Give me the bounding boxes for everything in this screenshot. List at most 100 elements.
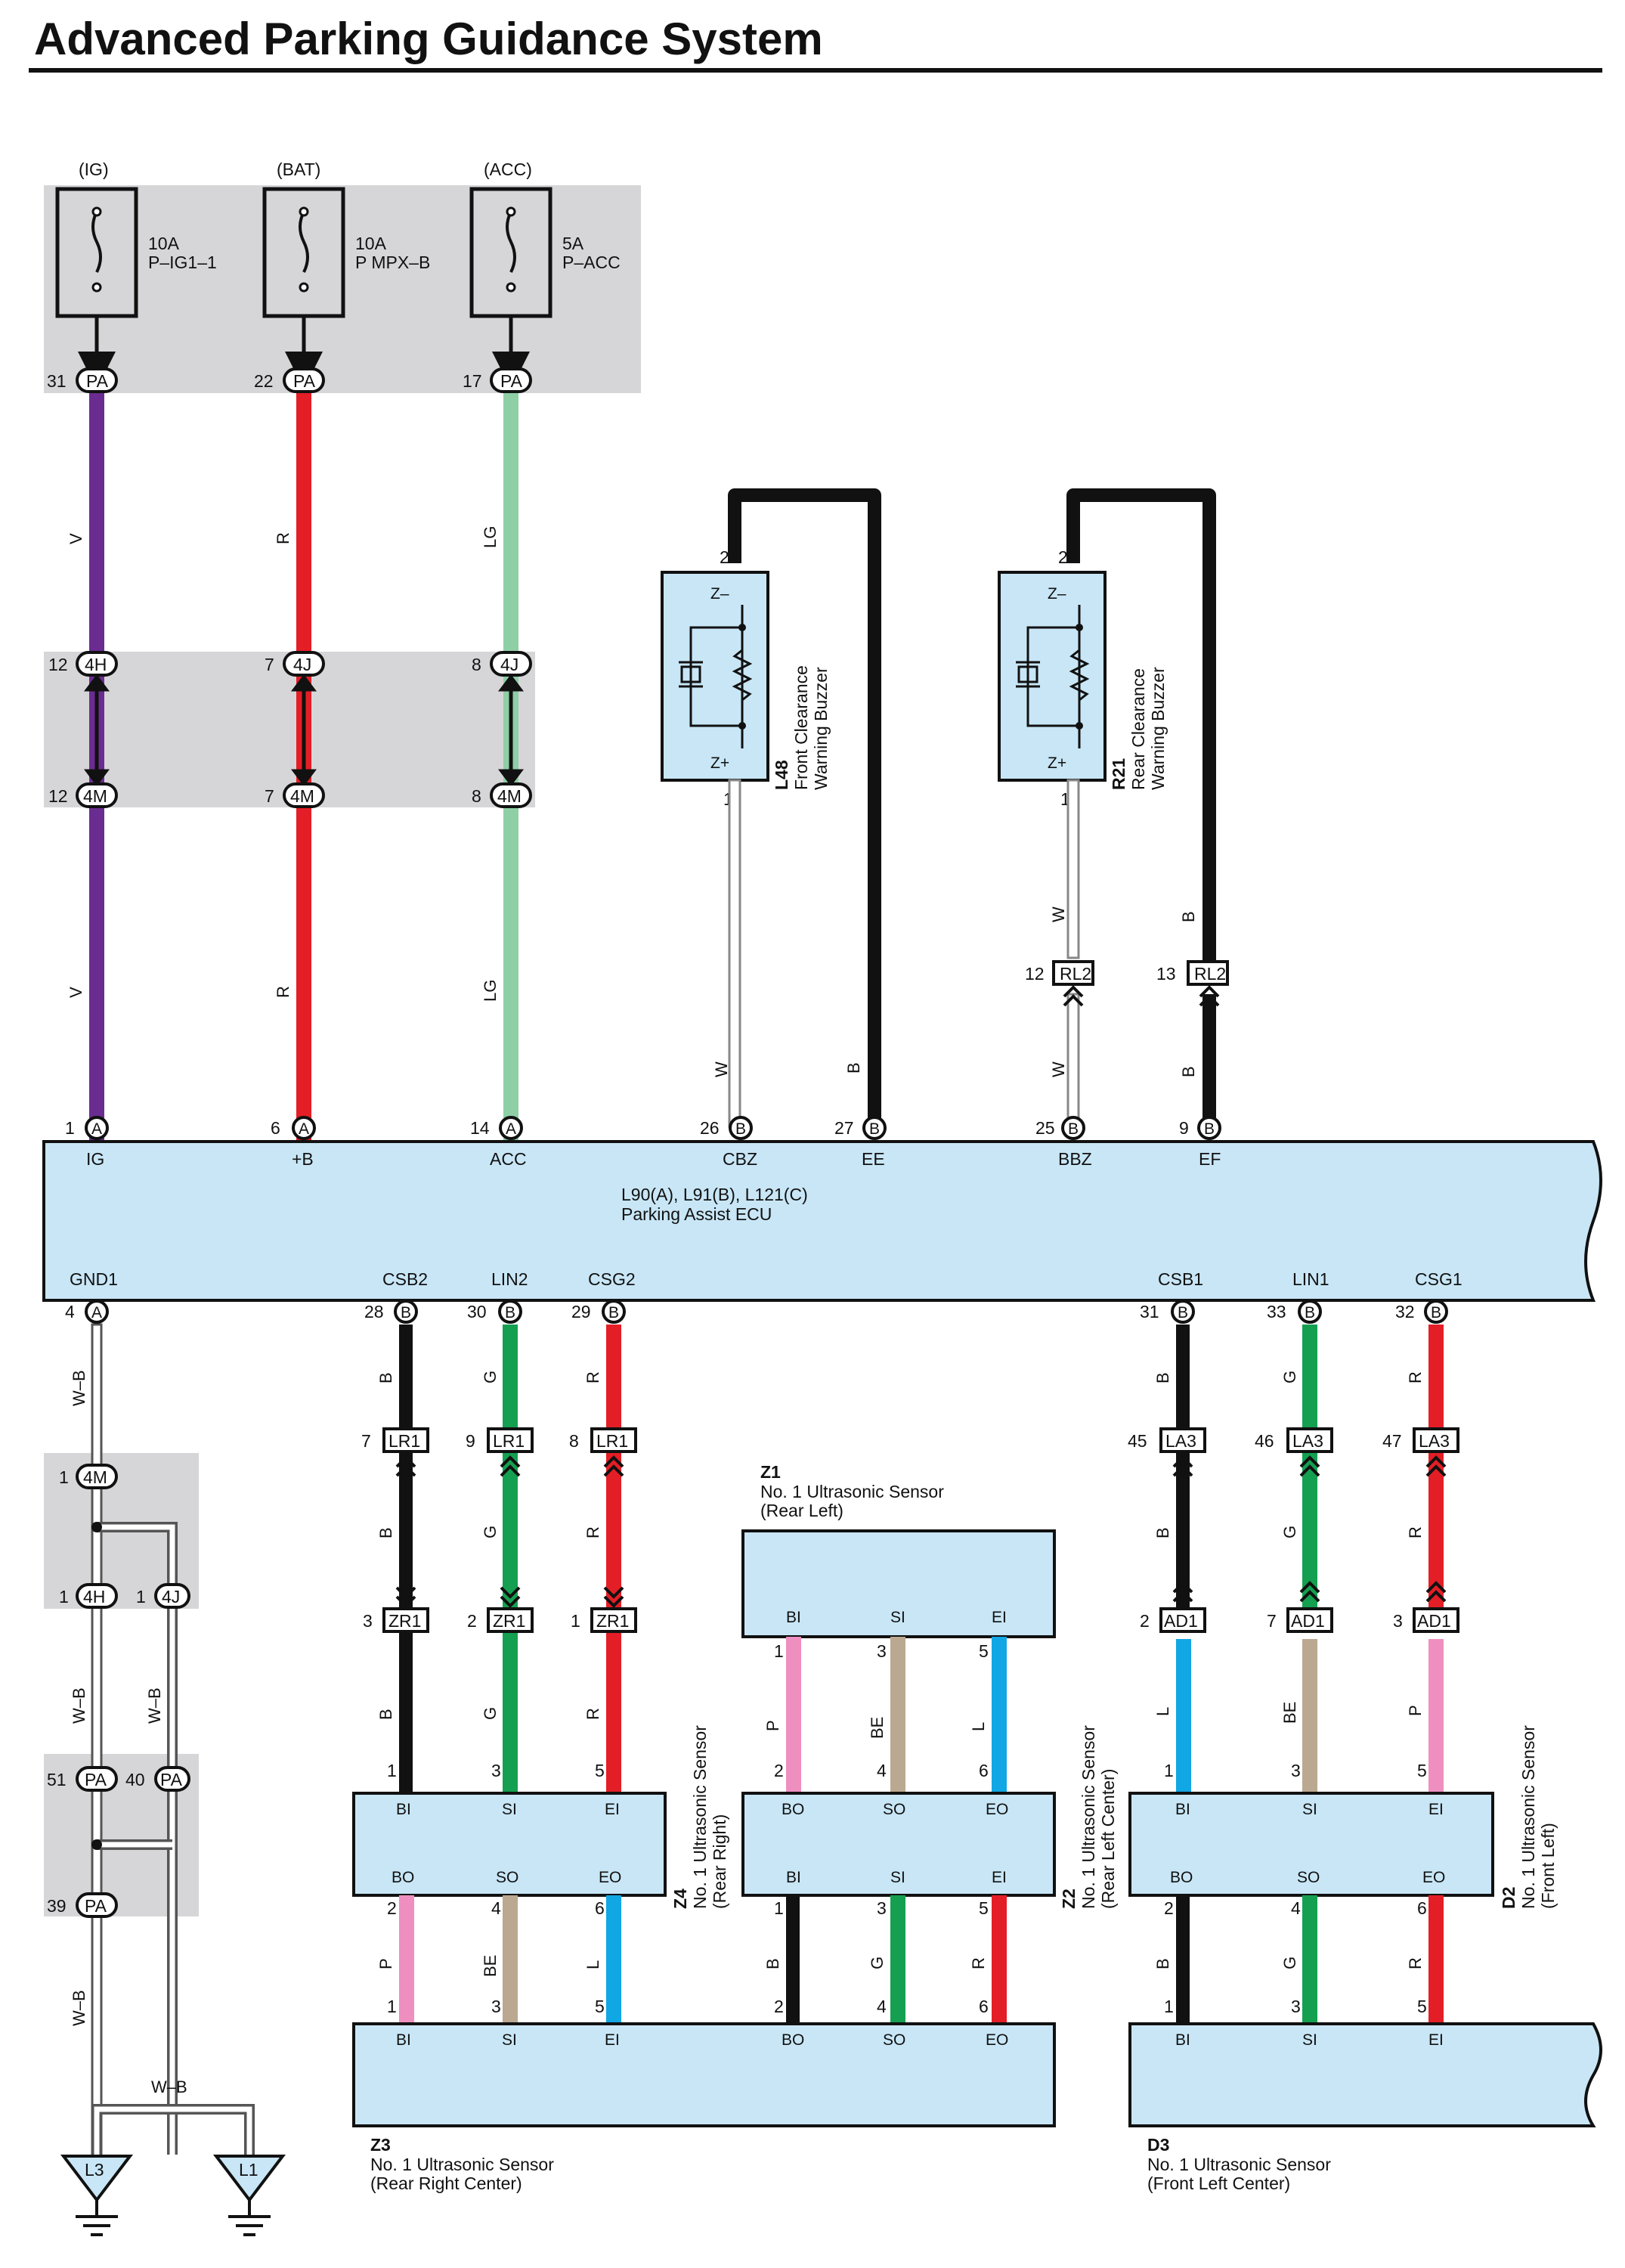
svg-text:AD1: AD1 xyxy=(1164,1611,1198,1631)
svg-text:LR1: LR1 xyxy=(388,1431,420,1451)
svg-text:28: 28 xyxy=(364,1302,384,1321)
crystal-icon xyxy=(680,665,701,683)
svg-text:W: W xyxy=(712,1061,731,1077)
svg-text:ZR1: ZR1 xyxy=(388,1611,421,1631)
svg-text:W–B: W–B xyxy=(151,2077,187,2096)
svg-text:W–B: W–B xyxy=(145,1687,164,1724)
svg-text:2: 2 xyxy=(387,1898,397,1918)
svg-text:7: 7 xyxy=(361,1431,371,1451)
svg-text:12: 12 xyxy=(1025,964,1045,984)
svg-text:12: 12 xyxy=(48,655,68,674)
svg-text:EE: EE xyxy=(862,1149,885,1169)
svg-text:12: 12 xyxy=(48,786,68,806)
svg-text:EI: EI xyxy=(1428,2031,1444,2049)
wire-label: R xyxy=(274,532,292,544)
svg-text:B: B xyxy=(763,1958,782,1969)
svg-text:D2: D2 xyxy=(1499,1887,1518,1909)
svg-text:31: 31 xyxy=(1140,1302,1159,1321)
svg-text:1: 1 xyxy=(774,1898,784,1918)
svg-text:G: G xyxy=(481,1371,500,1383)
wire-label: V xyxy=(67,987,85,998)
svg-text:No. 1 Ultrasonic Sensor: No. 1 Ultrasonic Sensor xyxy=(690,1725,710,1909)
svg-text:40: 40 xyxy=(125,1770,145,1789)
svg-text:CSG2: CSG2 xyxy=(588,1269,636,1289)
title-rule xyxy=(29,68,1602,73)
resistor-icon xyxy=(1069,649,1090,702)
svg-text:51: 51 xyxy=(47,1770,67,1789)
svg-text:10A: 10A xyxy=(355,234,387,253)
svg-text:22: 22 xyxy=(254,371,274,391)
svg-text:G: G xyxy=(1280,1526,1299,1538)
svg-text:PA: PA xyxy=(85,1770,107,1789)
svg-text:BO: BO xyxy=(1170,1869,1193,1886)
svg-text:SI: SI xyxy=(502,2031,517,2049)
svg-text:B: B xyxy=(844,1062,863,1074)
svg-text:2: 2 xyxy=(774,1761,784,1780)
svg-text:EI: EI xyxy=(992,1609,1007,1626)
svg-text:EO: EO xyxy=(1422,1869,1445,1886)
svg-text:Rear Clearance: Rear Clearance xyxy=(1128,668,1148,790)
svg-text:R: R xyxy=(583,1526,602,1538)
svg-text:1: 1 xyxy=(774,1641,784,1661)
svg-text:3: 3 xyxy=(877,1641,887,1661)
svg-text:3: 3 xyxy=(363,1611,373,1631)
sensor-d3: BI SI EI D3 No. 1 Ultrasonic Sensor (Fro… xyxy=(1128,2022,1602,2193)
svg-text:PA: PA xyxy=(293,371,316,391)
svg-text:1: 1 xyxy=(59,1467,69,1487)
svg-text:5: 5 xyxy=(1417,1761,1427,1780)
svg-text:L: L xyxy=(583,1960,602,1969)
svg-text:B: B xyxy=(608,1304,619,1321)
svg-text:P MPX–B: P MPX–B xyxy=(355,253,430,272)
svg-text:BI: BI xyxy=(1175,2031,1190,2049)
svg-text:4H: 4H xyxy=(85,655,107,674)
svg-text:ZR1: ZR1 xyxy=(493,1611,525,1631)
svg-text:4: 4 xyxy=(877,1997,887,2016)
svg-text:P–ACC: P–ACC xyxy=(562,253,621,272)
svg-text:(Front Left Center): (Front Left Center) xyxy=(1147,2174,1290,2193)
sensor-d2: BI SI EI BO SO EO D2 No. 1 Ultrasonic Se… xyxy=(1128,1725,1558,1909)
svg-text:W–B: W–B xyxy=(70,1687,88,1724)
sensor-z1: Z1 No. 1 Ultrasonic Sensor (Rear Left) B… xyxy=(741,1462,1056,1793)
svg-text:14: 14 xyxy=(470,1118,490,1138)
resistor-icon xyxy=(732,649,753,702)
ecu-box xyxy=(42,1140,1602,1302)
svg-text:7: 7 xyxy=(265,786,274,806)
fuse-icon xyxy=(299,211,309,273)
svg-text:3: 3 xyxy=(1291,1997,1301,2016)
svg-text:Z3: Z3 xyxy=(370,2135,391,2155)
svg-text:5A: 5A xyxy=(562,234,584,253)
svg-text:BI: BI xyxy=(786,1869,801,1886)
wire-label: V xyxy=(67,533,85,544)
svg-text:9: 9 xyxy=(466,1431,475,1451)
junction-top: 4H 12 4J 7 4J 8 xyxy=(48,651,532,677)
svg-text:3: 3 xyxy=(1393,1611,1403,1631)
svg-text:No. 1 Ultrasonic Sensor: No. 1 Ultrasonic Sensor xyxy=(760,1482,944,1501)
svg-text:LA3: LA3 xyxy=(1292,1431,1323,1451)
svg-text:1: 1 xyxy=(59,1587,69,1606)
ground-l1-icon xyxy=(212,2155,286,2203)
svg-text:CSB1: CSB1 xyxy=(1158,1269,1203,1289)
fuse-icon xyxy=(91,211,102,273)
svg-text:30: 30 xyxy=(467,1302,487,1321)
svg-text:SI: SI xyxy=(1302,2031,1317,2049)
svg-text:9: 9 xyxy=(1179,1118,1189,1138)
svg-text:B: B xyxy=(1305,1304,1315,1321)
svg-text:A: A xyxy=(299,1120,309,1138)
svg-text:6: 6 xyxy=(1417,1898,1427,1918)
svg-text:(Rear Left): (Rear Left) xyxy=(760,1501,843,1520)
svg-text:4M: 4M xyxy=(83,786,107,806)
svg-text:LA3: LA3 xyxy=(1165,1431,1196,1451)
svg-text:6: 6 xyxy=(979,1761,989,1780)
svg-text:P–IG1–1: P–IG1–1 xyxy=(148,253,217,272)
svg-text:EI: EI xyxy=(605,2031,620,2049)
svg-text:B: B xyxy=(1068,1120,1079,1138)
svg-text:A: A xyxy=(506,1120,516,1138)
svg-text:2: 2 xyxy=(720,547,729,567)
svg-text:SO: SO xyxy=(883,1801,905,1818)
svg-text:No. 1 Ultrasonic Sensor: No. 1 Ultrasonic Sensor xyxy=(1079,1725,1098,1909)
svg-text:G: G xyxy=(1280,1371,1299,1383)
ecu-name: Parking Assist ECU xyxy=(621,1204,772,1224)
svg-text:SI: SI xyxy=(502,1801,517,1818)
svg-text:G: G xyxy=(481,1707,500,1720)
